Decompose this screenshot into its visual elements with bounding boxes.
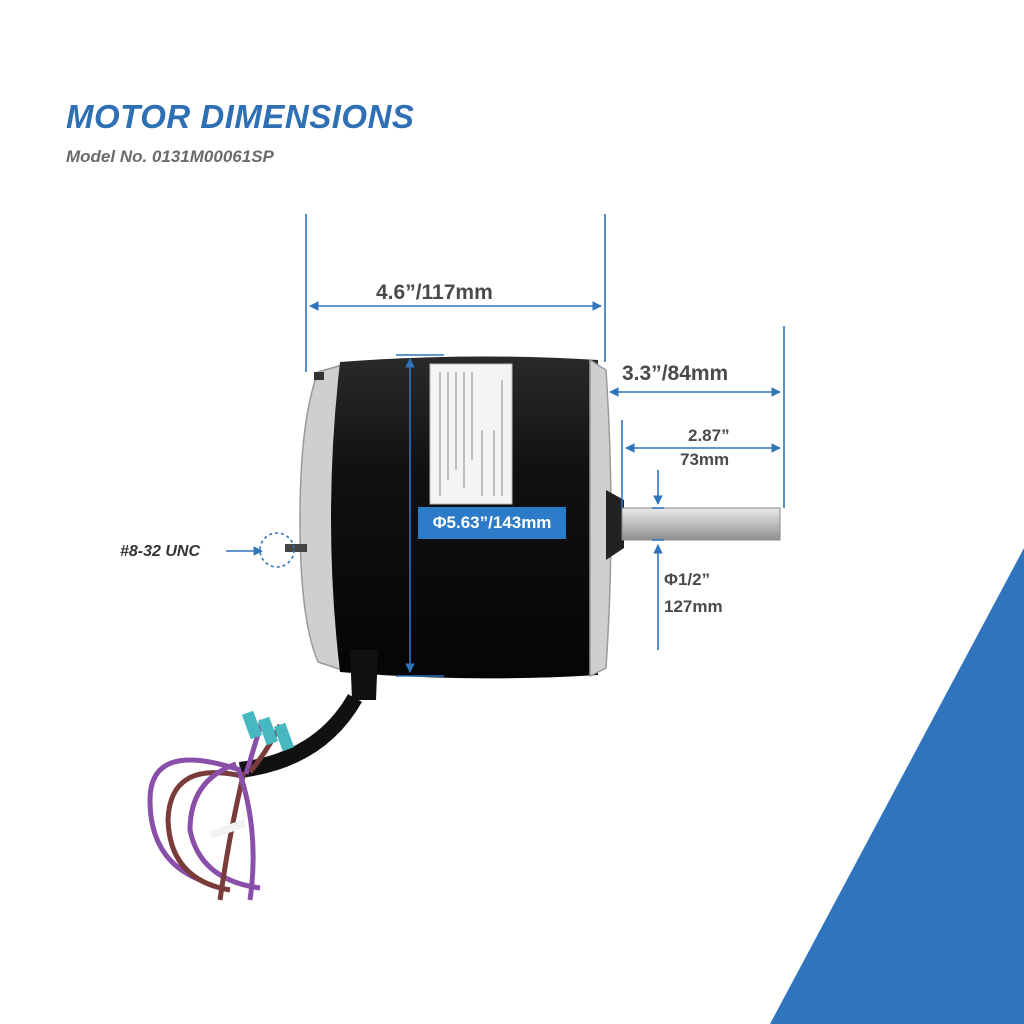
shaft-diameter-mm-label: 127mm (664, 597, 723, 616)
shaft-length-label: 3.3”/84mm (622, 362, 729, 385)
body-length-label: 4.6”/117mm (376, 281, 493, 304)
shaft-exposed-in-label: 2.87” (688, 426, 730, 445)
diameter-badge: Φ5.63”/143mm (418, 507, 566, 539)
shaft-diameter-in-label: Φ1/2” (664, 570, 711, 589)
page-title: MOTOR DIMENSIONS (66, 98, 415, 135)
motor-shaft (621, 507, 781, 541)
thread-circle (259, 532, 295, 568)
mount-stud (285, 544, 307, 552)
thread-label: #8-32 UNC (120, 543, 201, 560)
model-number: Model No. 0131M00061SP (66, 147, 274, 166)
corner-triangle (770, 548, 1024, 1024)
rear-endbell (299, 364, 343, 672)
shaft-exposed-mm-label: 73mm (680, 450, 730, 469)
motor-label (429, 363, 513, 505)
